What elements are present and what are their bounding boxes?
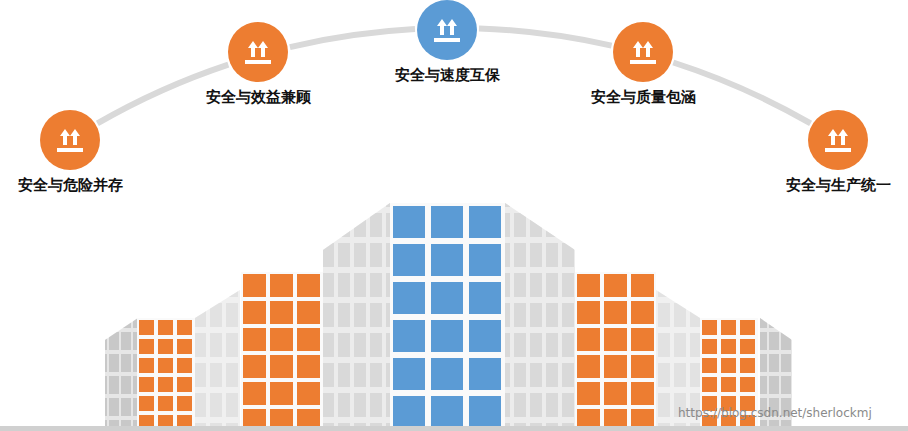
circle-label: 安全与生产统一 [786, 176, 891, 194]
up-arrows-icon [40, 110, 100, 170]
icon-circle: 安全与质量包涵 [613, 22, 673, 82]
circle-label: 安全与危险并存 [18, 176, 123, 194]
icon-circle: 安全与生产统一 [808, 110, 868, 170]
up-arrows-icon [417, 0, 477, 60]
watermark: https://blog.csdn.net/sherlockmj [678, 406, 872, 420]
circle-label: 安全与质量包涵 [591, 88, 696, 106]
arc-connector [479, 28, 612, 45]
icon-circle: 安全与效益兼顾 [228, 22, 288, 82]
up-arrows-icon [228, 22, 288, 82]
arc-connector [290, 29, 415, 47]
icon-circle: 安全与速度互保 [417, 0, 477, 60]
icon-circle: 安全与危险并存 [40, 110, 100, 170]
circle-label: 安全与速度互保 [395, 66, 500, 84]
up-arrows-icon [613, 22, 673, 82]
circle-label: 安全与效益兼顾 [206, 88, 311, 106]
up-arrows-icon [808, 110, 868, 170]
